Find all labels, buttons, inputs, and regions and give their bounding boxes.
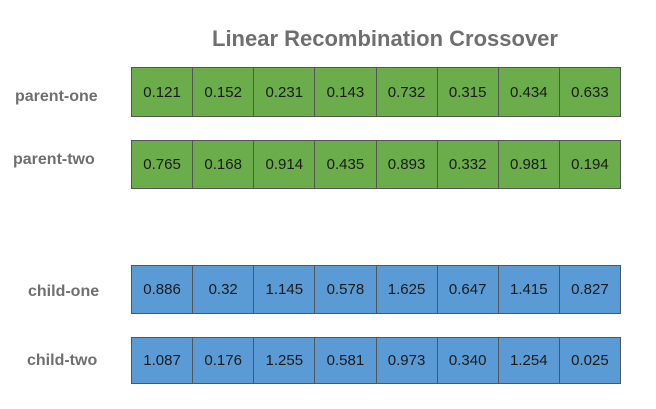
gene-row-parent-two: 0.765 0.168 0.914 0.435 0.893 0.332 0.98… — [131, 140, 621, 189]
gene-row-child-two: 1.087 0.176 1.255 0.581 0.973 0.340 1.25… — [131, 337, 621, 384]
gene-cell: 0.581 — [315, 338, 377, 383]
gene-cell: 0.765 — [132, 141, 194, 188]
gene-cell: 0.332 — [437, 141, 499, 188]
row-label-child-two: child-two — [27, 352, 98, 369]
row-label-parent-two: parent-two — [13, 151, 95, 168]
gene-row-parent-one: 0.121 0.152 0.231 0.143 0.732 0.315 0.43… — [131, 67, 621, 117]
gene-cell: 0.176 — [193, 338, 255, 383]
gene-cell: 0.32 — [193, 266, 255, 313]
gene-cell: 1.254 — [498, 338, 560, 383]
gene-cell: 0.914 — [254, 141, 316, 188]
gene-cell: 0.578 — [315, 266, 377, 313]
gene-cell: 0.827 — [559, 266, 620, 313]
gene-cell: 0.435 — [315, 141, 377, 188]
gene-cell: 0.143 — [315, 68, 377, 116]
row-label-parent-one: parent-one — [15, 88, 98, 105]
gene-cell: 0.886 — [132, 266, 194, 313]
row-label-child-one: child-one — [28, 283, 100, 300]
gene-cell: 0.647 — [437, 266, 499, 313]
gene-cell: 0.231 — [254, 68, 316, 116]
gene-cell: 1.255 — [254, 338, 316, 383]
gene-cell: 1.625 — [376, 266, 438, 313]
gene-cell: 1.415 — [498, 266, 560, 313]
gene-cell: 0.025 — [559, 338, 620, 383]
gene-row-child-one: 0.886 0.32 1.145 0.578 1.625 0.647 1.415… — [131, 265, 621, 314]
gene-cell: 0.893 — [376, 141, 438, 188]
gene-cell: 0.732 — [376, 68, 438, 116]
gene-cell: 0.340 — [437, 338, 499, 383]
gene-cell: 0.434 — [498, 68, 560, 116]
gene-cell: 0.121 — [132, 68, 194, 116]
gene-cell: 0.168 — [193, 141, 255, 188]
diagram-title: Linear Recombination Crossover — [212, 26, 558, 51]
gene-cell: 0.194 — [559, 141, 620, 188]
gene-cell: 0.981 — [498, 141, 560, 188]
gene-cell: 0.633 — [559, 68, 620, 116]
gene-cell: 1.087 — [132, 338, 194, 383]
gene-cell: 1.145 — [254, 266, 316, 313]
gene-cell: 0.973 — [376, 338, 438, 383]
gene-cell: 0.315 — [437, 68, 499, 116]
gene-cell: 0.152 — [193, 68, 255, 116]
